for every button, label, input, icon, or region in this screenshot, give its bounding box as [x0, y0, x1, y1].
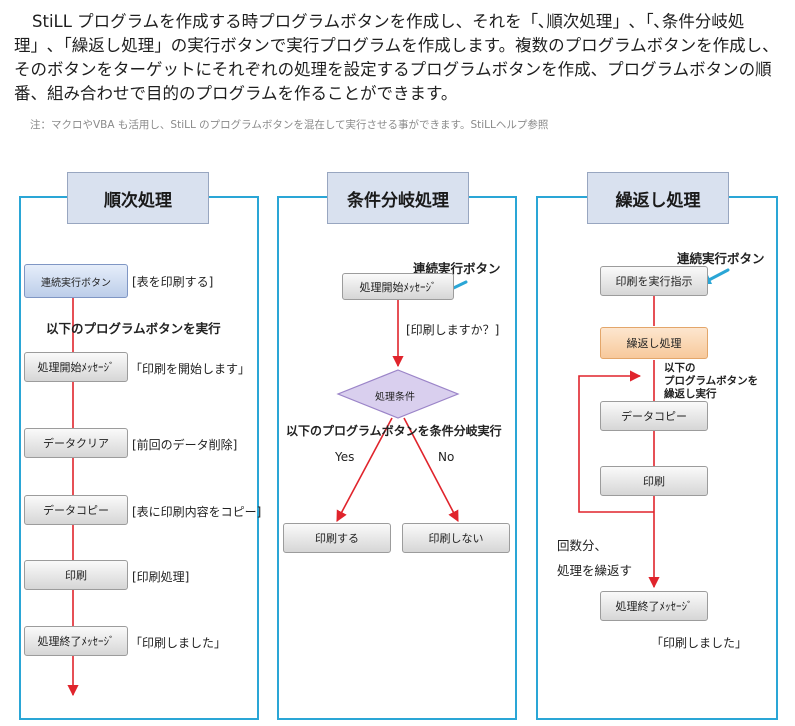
sequential-run-note: 以下のプログラムボタンを実行 — [46, 321, 221, 336]
repeat-end-desc: 「印刷しました」 — [651, 636, 748, 650]
conditional-run-note: 以下のプログラムボタンを条件分岐実行 — [286, 424, 502, 438]
repeat-step-print[interactable]: 印刷 — [600, 466, 708, 496]
sequential-header: 順次処理 — [67, 172, 209, 224]
repeat-step-data-copy[interactable]: データコピー — [600, 401, 708, 431]
step-button-end-message[interactable]: 処理終了ﾒｯｾｰｼﾞ — [24, 626, 128, 656]
repeat-loop-button[interactable]: 繰返し処理 — [600, 327, 708, 359]
repeat-start-button[interactable]: 印刷を実行指示 — [600, 266, 708, 296]
conditional-header: 条件分岐処理 — [327, 172, 469, 224]
repeat-note-line-2: プログラムボタンを — [664, 375, 759, 387]
intro-paragraph: StiLL プログラムを作成する時プログラムボタンを作成し、それを「､順次処理」… — [14, 12, 779, 103]
footnote: 注：マクロやVBA も活用し、StiLL のプログラムボタンを混在して実行させる… — [30, 119, 549, 131]
repeat-note-line-3: 繰返し実行 — [664, 388, 717, 400]
yes-print-button[interactable]: 印刷する — [283, 523, 391, 553]
sequential-start-desc: [表を印刷する] — [132, 275, 214, 289]
repeat-header: 繰返し処理 — [587, 172, 729, 224]
conditional-question: [印刷しますか？] — [406, 323, 500, 337]
repeat-pointer-arrow — [705, 268, 730, 283]
yes-label: Yes — [335, 450, 355, 464]
step-button-data-copy[interactable]: データコピー — [24, 495, 128, 525]
repeat-count-note-2: 処理を繰返す — [557, 563, 633, 578]
step-desc-end-message: 「印刷しました」 — [130, 636, 227, 650]
conditional-callout: 連続実行ボタン — [413, 261, 501, 276]
no-print-button[interactable]: 印刷しない — [402, 523, 510, 553]
no-label: No — [438, 450, 455, 464]
step-button-start-message[interactable]: 処理開始ﾒｯｾｰｼﾞ — [24, 352, 128, 382]
step-desc-data-copy: [表に印刷内容をコピー] — [132, 505, 262, 519]
step-button-data-clear[interactable]: データクリア — [24, 428, 128, 458]
conditional-start-button[interactable]: 処理開始ﾒｯｾｰｼﾞ — [342, 273, 454, 300]
repeat-callout: 連続実行ボタン — [677, 251, 765, 266]
repeat-count-note-1: 回数分、 — [557, 538, 608, 553]
no-branch-arrow — [403, 417, 459, 522]
repeat-end-button[interactable]: 処理終了ﾒｯｾｰｼﾞ — [600, 591, 708, 621]
step-desc-start-message: 「印刷を開始します」 — [130, 362, 251, 376]
sequential-start-button[interactable]: 連続実行ボタン — [24, 264, 128, 298]
condition-label: 処理条件 — [375, 392, 415, 403]
step-desc-data-clear: [前回のデータ削除] — [132, 438, 238, 452]
step-desc-print: [印刷処理] — [132, 570, 190, 584]
condition-diamond — [336, 369, 460, 419]
step-button-print[interactable]: 印刷 — [24, 560, 128, 590]
yes-branch-arrow — [336, 417, 393, 522]
repeat-loop-arrow — [578, 370, 654, 513]
repeat-note-line-1: 以下の — [664, 362, 696, 374]
